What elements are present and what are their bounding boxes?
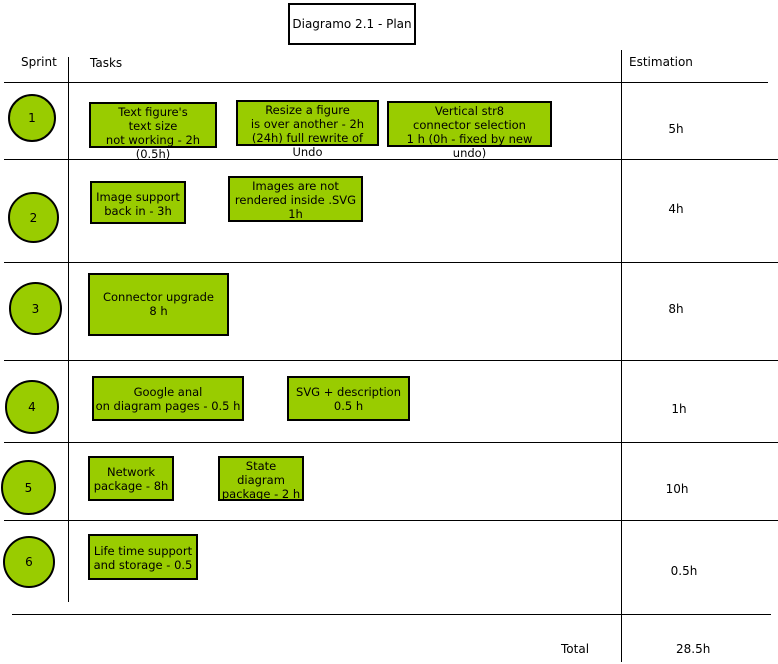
sprint-circle-2: 2 — [8, 192, 59, 243]
sprint-estimation: 10h — [665, 482, 689, 496]
sprint-circle-1: 1 — [8, 94, 56, 142]
row-divider — [4, 360, 778, 361]
task-box: Google anal on diagram pages - 0.5 h — [92, 376, 244, 421]
sprint-estimation: 5h — [668, 122, 684, 136]
sprint-estimation: 1h — [671, 402, 687, 416]
row-divider — [4, 262, 778, 263]
estimation-column-divider — [621, 50, 622, 662]
header-tasks: Tasks — [90, 56, 123, 70]
total-divider — [12, 614, 771, 615]
header-estimation: Estimation — [629, 55, 693, 69]
sprint-estimation: 0.5h — [670, 564, 698, 578]
sprint-estimation: 8h — [668, 302, 684, 316]
header-sprint: Sprint — [21, 55, 57, 69]
task-box: SVG + description 0.5 h — [287, 376, 410, 421]
task-box: Network package - 8h — [88, 456, 174, 501]
task-box: Images are not rendered inside .SVG 1h — [228, 176, 363, 222]
sprint-column-divider — [68, 57, 69, 602]
sprint-estimation: 4h — [668, 202, 684, 216]
sprint-circle-4: 4 — [5, 380, 59, 434]
row-divider — [4, 159, 778, 160]
task-box: State diagram package - 2 h — [218, 456, 304, 501]
task-box: Connector upgrade 8 h — [88, 273, 229, 336]
diagram-title: Diagramo 2.1 - Plan — [288, 3, 416, 45]
total-value: 28.5h — [676, 642, 711, 656]
sprint-circle-6: 6 — [3, 536, 55, 588]
sprint-circle-3: 3 — [9, 282, 62, 335]
task-box: Life time support and storage - 0.5 — [88, 534, 198, 580]
sprint-circle-5: 5 — [1, 460, 56, 515]
total-label: Total — [561, 642, 590, 656]
row-divider — [4, 82, 768, 83]
task-box: Image support back in - 3h — [90, 181, 186, 224]
row-divider — [4, 442, 778, 443]
row-divider — [4, 520, 778, 521]
task-box: Text figure's text size not working - 2h… — [89, 102, 217, 161]
task-box: Vertical str8 connector selection 1 h (0… — [387, 101, 552, 160]
task-box: Resize a figure is over another - 2h (24… — [236, 100, 379, 159]
